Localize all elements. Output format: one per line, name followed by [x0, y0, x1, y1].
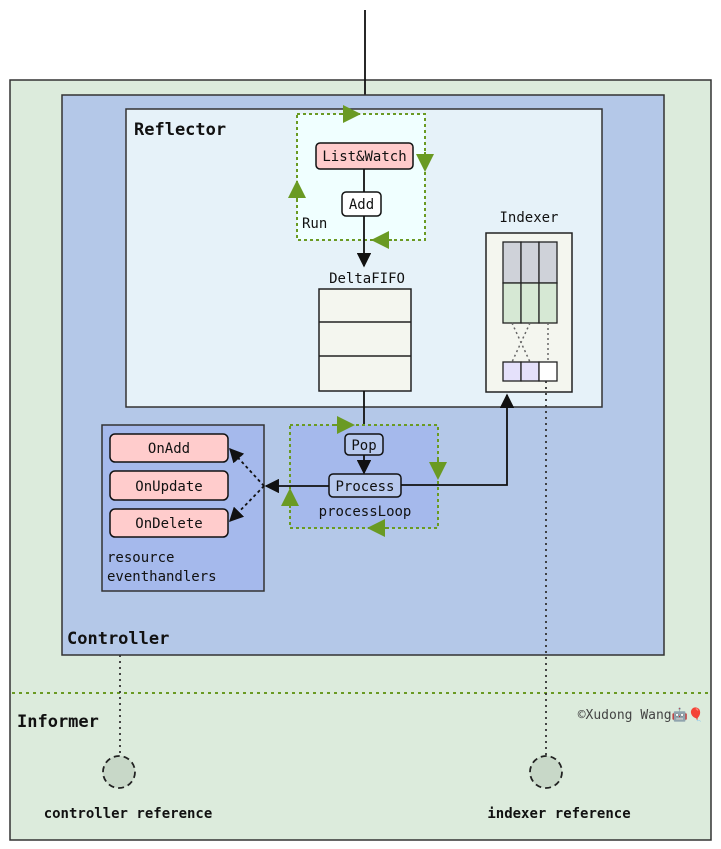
process-loop-label: processLoop: [319, 504, 412, 520]
pop-label: Pop: [351, 438, 376, 454]
handlers-caption-line1: resource: [107, 550, 174, 566]
indexer-link: [511, 322, 531, 363]
dispatch-to-onadd-arrow: [229, 447, 265, 487]
indexer-label: Indexer: [499, 210, 558, 226]
informer-label: Informer: [17, 712, 99, 732]
handler-ondelete-label: OnDelete: [135, 516, 202, 532]
add-label: Add: [349, 197, 374, 213]
handler-onupdate-box: [109, 470, 229, 501]
indexer-cell: [538, 282, 558, 324]
indexer-cell: [520, 361, 540, 382]
deltafifo-label: DeltaFIFO: [329, 271, 405, 287]
reflector-label: Reflector: [134, 120, 226, 140]
indexer-ref-circle: [529, 755, 563, 789]
dispatch-to-ondelete-arrow: [228, 485, 265, 523]
copyright-text: ©Xudong Wang🤖🎈: [578, 706, 704, 723]
indexer-cell: [502, 282, 522, 324]
add-box: [341, 191, 382, 217]
process-to-indexer-arrow: [401, 393, 515, 486]
handler-onadd-box: [109, 433, 229, 463]
handler-ondelete-box: [109, 508, 229, 538]
indexer-cell: [538, 241, 558, 284]
indexer-cell: [502, 241, 522, 284]
controller-ref-circle: [102, 755, 136, 789]
indexer-cell: [520, 241, 540, 284]
handler-onadd-label: OnAdd: [148, 441, 190, 457]
run-loop: [296, 113, 426, 241]
run-label: Run: [302, 216, 327, 232]
indexer-cell: [520, 282, 540, 324]
indexer-cell: [538, 361, 558, 382]
process-label: Process: [335, 479, 394, 495]
indexer-cell: [502, 361, 522, 382]
handler-onupdate-label: OnUpdate: [135, 479, 202, 495]
indexer-ref-label: indexer reference: [487, 806, 630, 822]
handlers-caption-line2: eventhandlers: [107, 569, 217, 585]
list-watch-label: List&Watch: [322, 149, 406, 165]
controller-label: Controller: [67, 629, 169, 649]
controller-ref-label: controller reference: [44, 806, 213, 822]
deltafifo-box: [318, 288, 412, 392]
